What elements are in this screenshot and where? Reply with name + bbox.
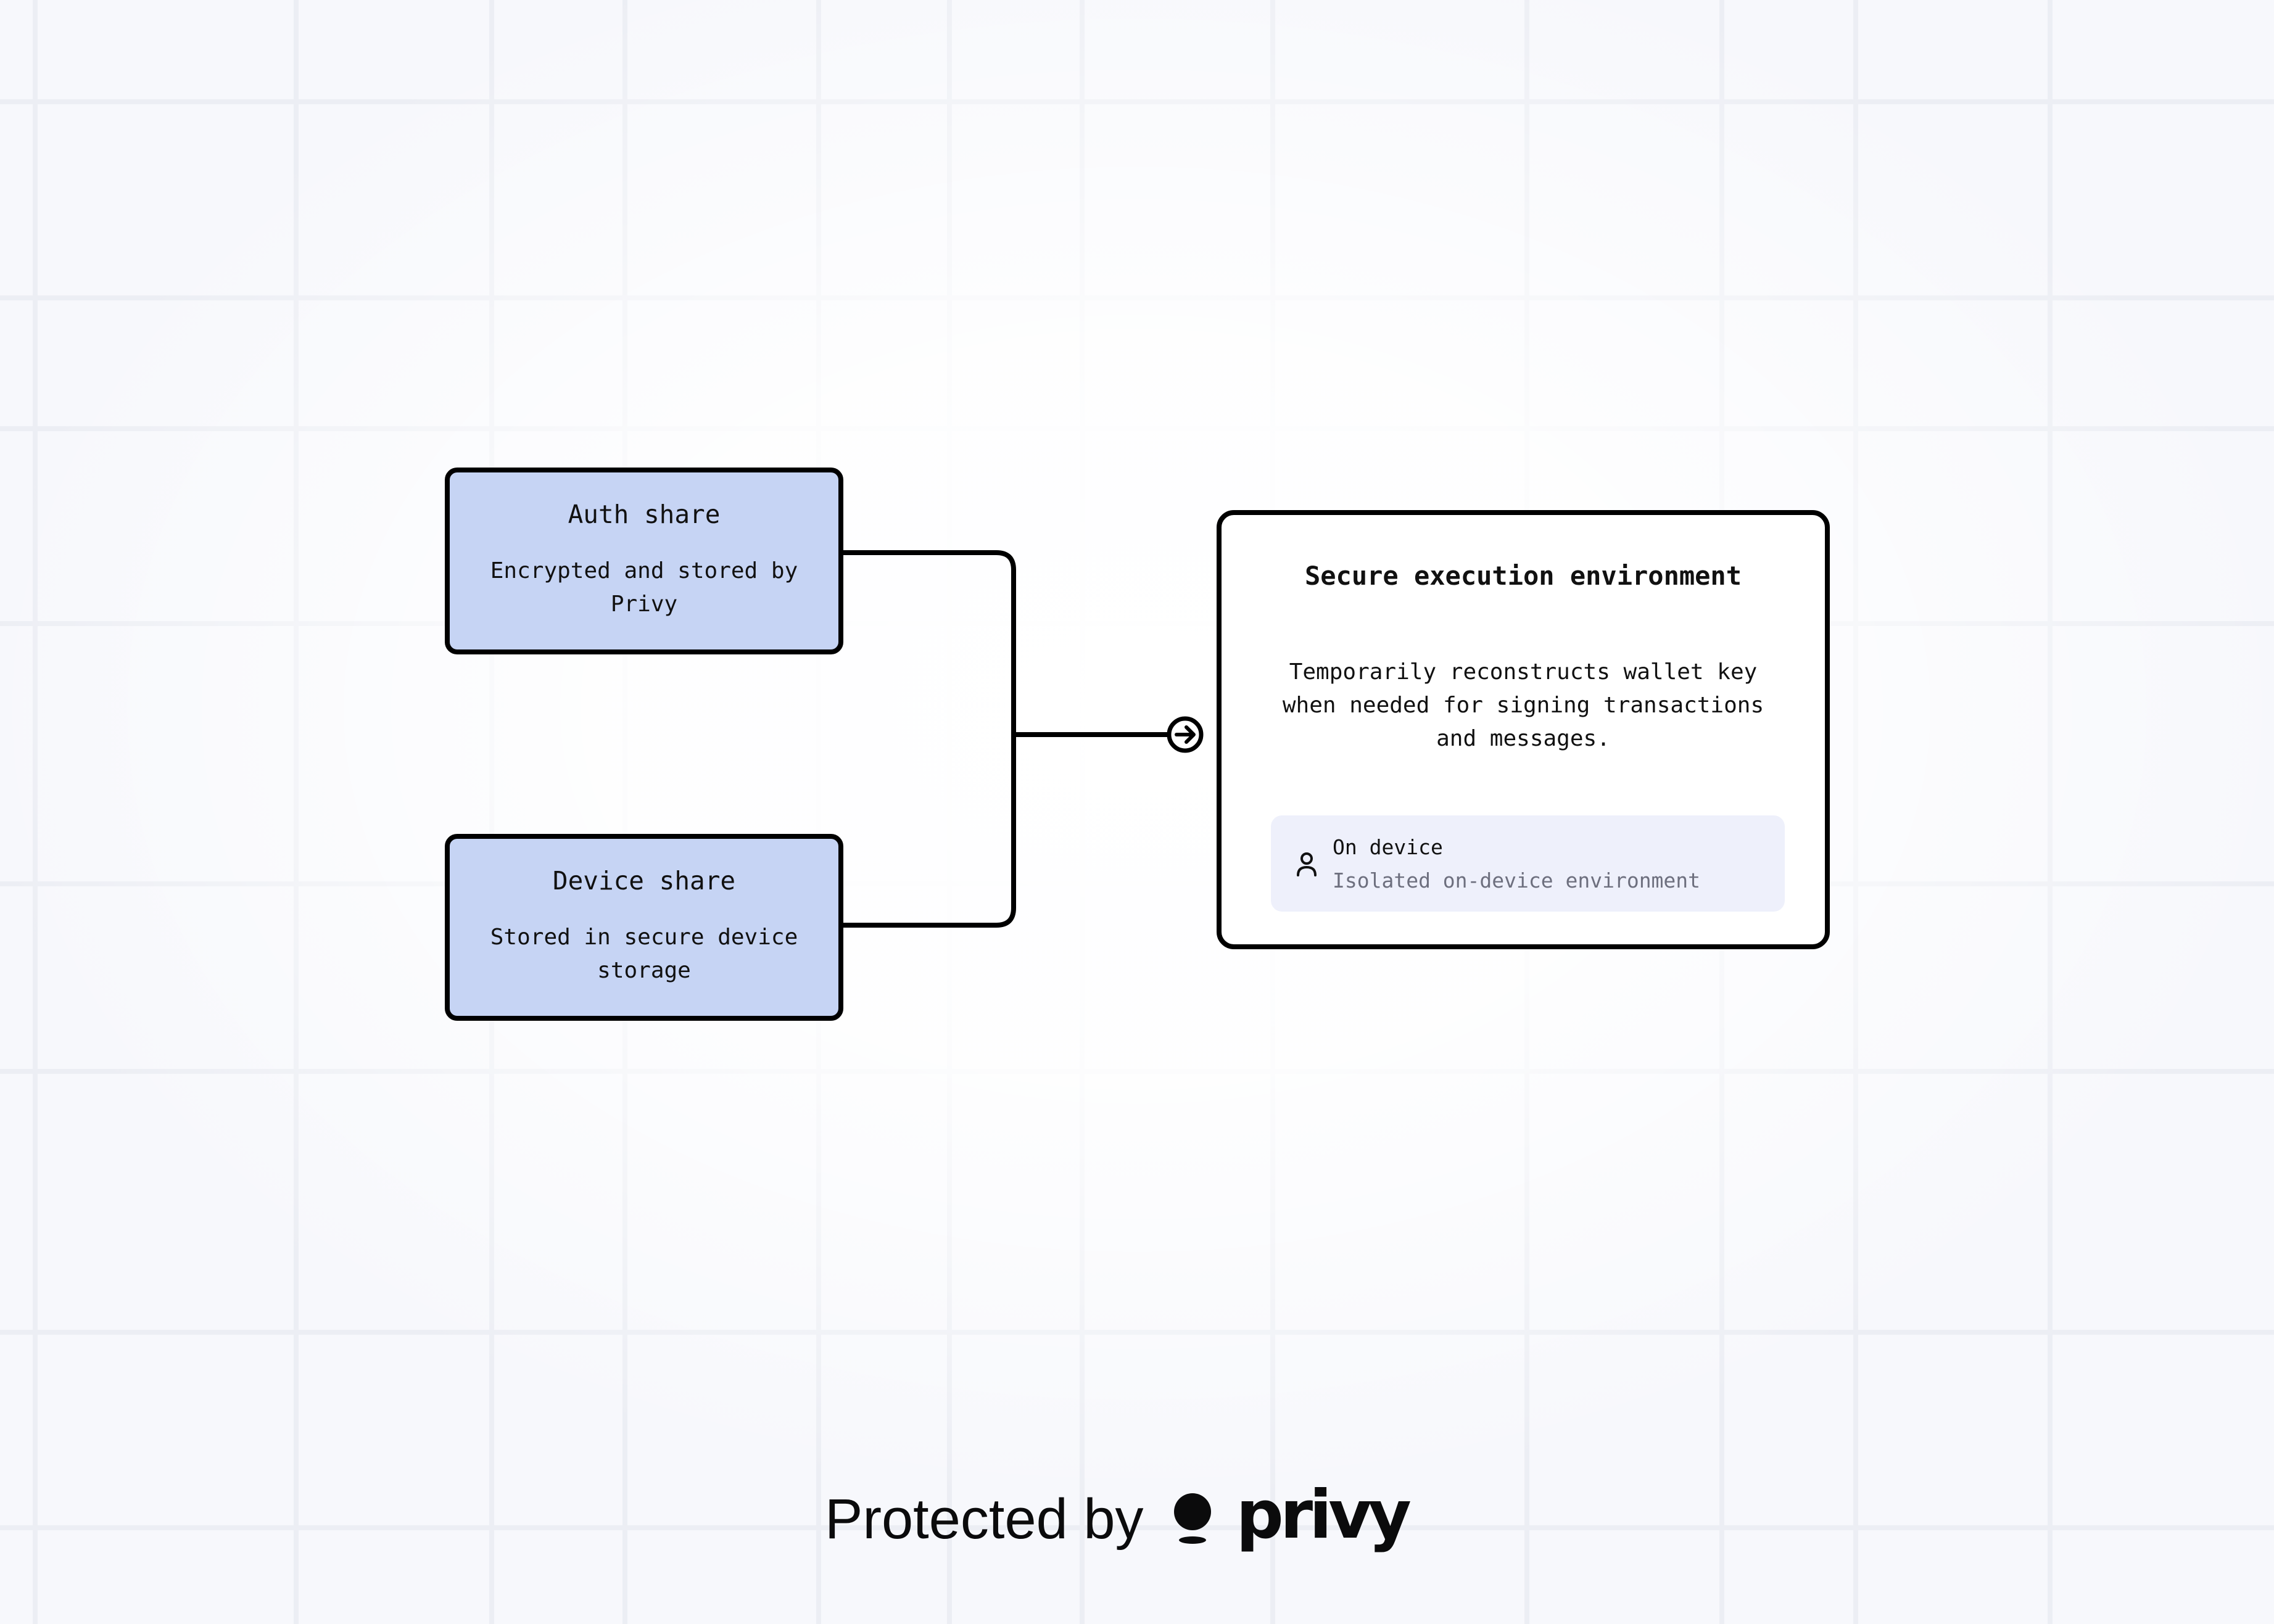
- arrow-right-circle-icon: [1167, 716, 1204, 753]
- privy-wordmark: privy: [1236, 1477, 1412, 1554]
- auth-share-title: Auth share: [568, 500, 721, 529]
- device-share-box: Device share Stored in secure device sto…: [445, 834, 843, 1021]
- footer: Protected by privy: [825, 1477, 1412, 1558]
- device-share-title: Device share: [552, 866, 736, 896]
- connector-from-auth-share: [843, 550, 1016, 718]
- device-share-description: Stored in secure device storage: [490, 925, 798, 983]
- privy-logo-icon: [1173, 1493, 1211, 1544]
- auth-share-description: Encrypted and stored by Privy: [490, 558, 798, 617]
- environment-title: Secure execution environment: [1304, 561, 1742, 591]
- auth-share-box: Auth share Encrypted and stored by Privy: [445, 468, 843, 654]
- secure-environment-box: Secure execution environment Temporarily…: [1217, 510, 1830, 949]
- footer-text: Protected by: [825, 1487, 1144, 1551]
- on-device-badge: On device Isolated on-device environment: [1271, 815, 1785, 912]
- user-icon: [1297, 852, 1317, 876]
- badge-sublabel: Isolated on-device environment: [1333, 868, 1701, 892]
- connector-from-device-share: [843, 718, 1016, 928]
- environment-description: Temporarily reconstructs wallet key when…: [1282, 659, 1764, 751]
- badge-label: On device: [1333, 835, 1443, 859]
